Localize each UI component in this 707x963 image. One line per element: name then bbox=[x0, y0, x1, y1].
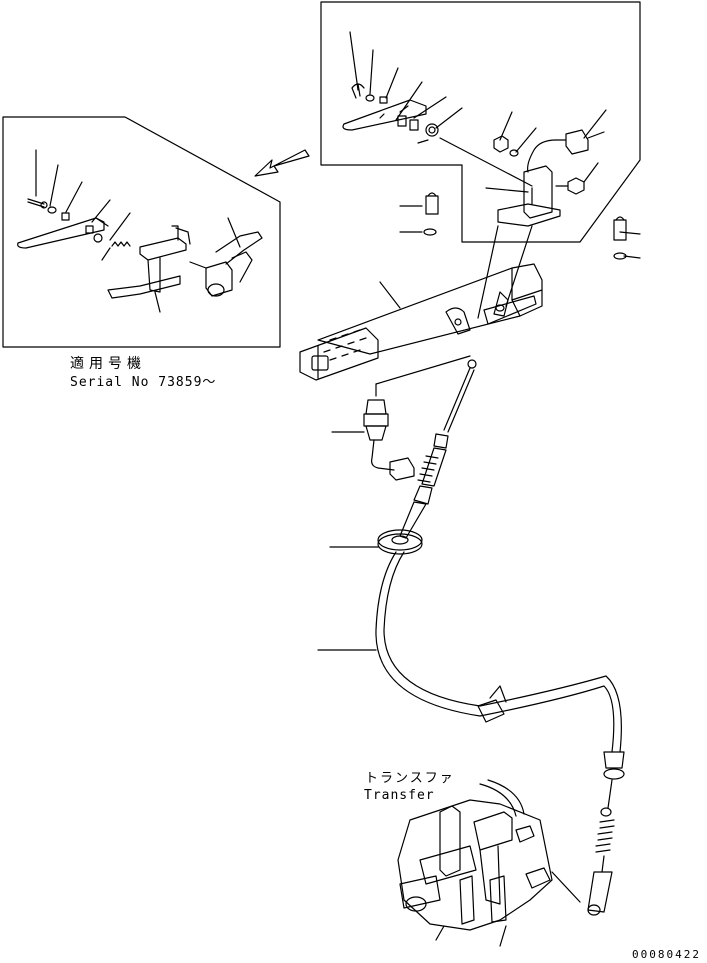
inset-parts bbox=[17, 149, 263, 313]
transfer-label-en: Transfer bbox=[364, 788, 435, 803]
inset-frame-left bbox=[2, 116, 281, 348]
serial-number-label: Serial No 73859～ bbox=[70, 375, 216, 390]
parking-brake-lever bbox=[299, 192, 641, 381]
callout-frame-top-right bbox=[320, 1, 641, 243]
brake-switch bbox=[331, 355, 471, 481]
transfer-assembly bbox=[397, 779, 553, 947]
applicable-models-label: 適用号機 bbox=[70, 355, 146, 372]
transfer-label-jp: トランスファ bbox=[365, 771, 455, 786]
pointer-arrow bbox=[254, 149, 310, 177]
callout-parts bbox=[342, 31, 607, 227]
brake-cable bbox=[317, 359, 625, 916]
drawing-number: 00080422 bbox=[632, 948, 701, 961]
